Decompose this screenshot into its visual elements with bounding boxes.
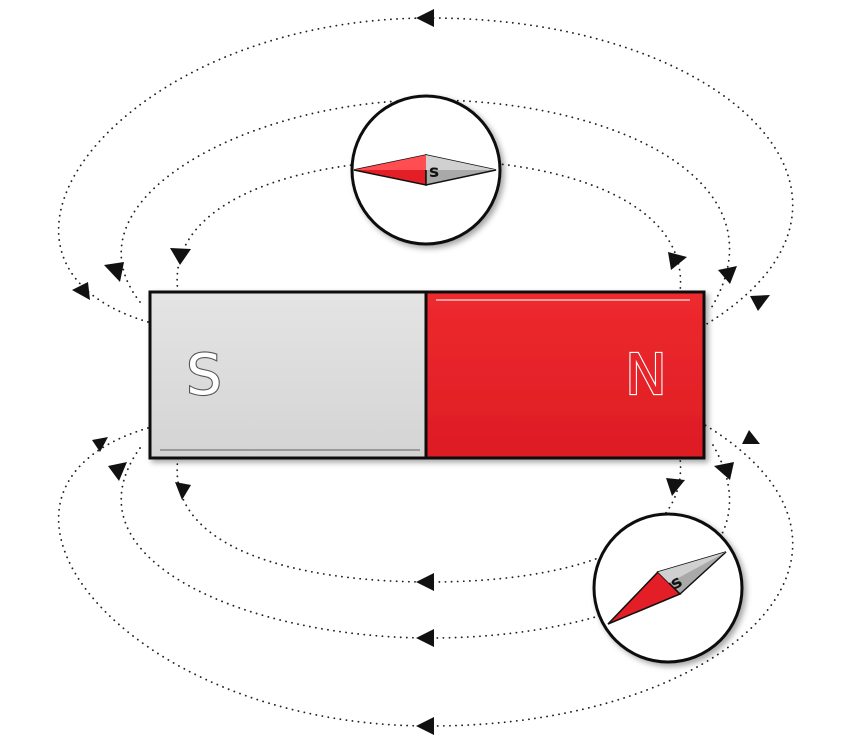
arrow-bottom-inner-right-icon (666, 478, 685, 496)
arrow-top-inner-right-icon (668, 252, 687, 270)
north-pole-label: N (625, 343, 667, 408)
magnet-north-pole (424, 290, 706, 460)
arrow-top-outer-left-icon (72, 282, 90, 300)
arrow-bottom-middle-left-icon (108, 462, 127, 481)
arrow-bottom-outer-left-icon (92, 437, 108, 452)
field-line-top-middle (120, 99, 731, 311)
arrow-top-inner-left-icon (170, 248, 191, 265)
compass-bottom-needle-icon (607, 551, 727, 625)
direction-arrows (72, 9, 770, 735)
field-line-bottom-outer (57, 424, 794, 727)
arrow-top-outer-icon (416, 9, 434, 27)
compass-bottom: s (592, 512, 744, 664)
bar-magnet (148, 290, 706, 460)
compass-top: s (350, 94, 502, 246)
arrow-top-outer-right-icon (750, 295, 770, 311)
arrow-bottom-inner-icon (416, 573, 434, 591)
south-pole-label: S (186, 343, 222, 408)
field-line-bottom-middle (120, 439, 731, 639)
arrow-bottom-middle-right-icon (714, 462, 734, 480)
arrow-bottom-inner-left-icon (175, 482, 191, 500)
compass-top-needle-label: s (429, 162, 439, 182)
arrow-bottom-outer-icon (416, 717, 434, 735)
compass-top-needle-icon (353, 154, 497, 186)
arrow-top-middle-right-icon (718, 266, 737, 284)
arrow-bottom-outer-right-icon (742, 430, 760, 444)
arrow-top-middle-left-icon (104, 262, 124, 282)
arrow-bottom-middle-icon (416, 629, 434, 647)
field-lines-bottom (57, 424, 794, 727)
